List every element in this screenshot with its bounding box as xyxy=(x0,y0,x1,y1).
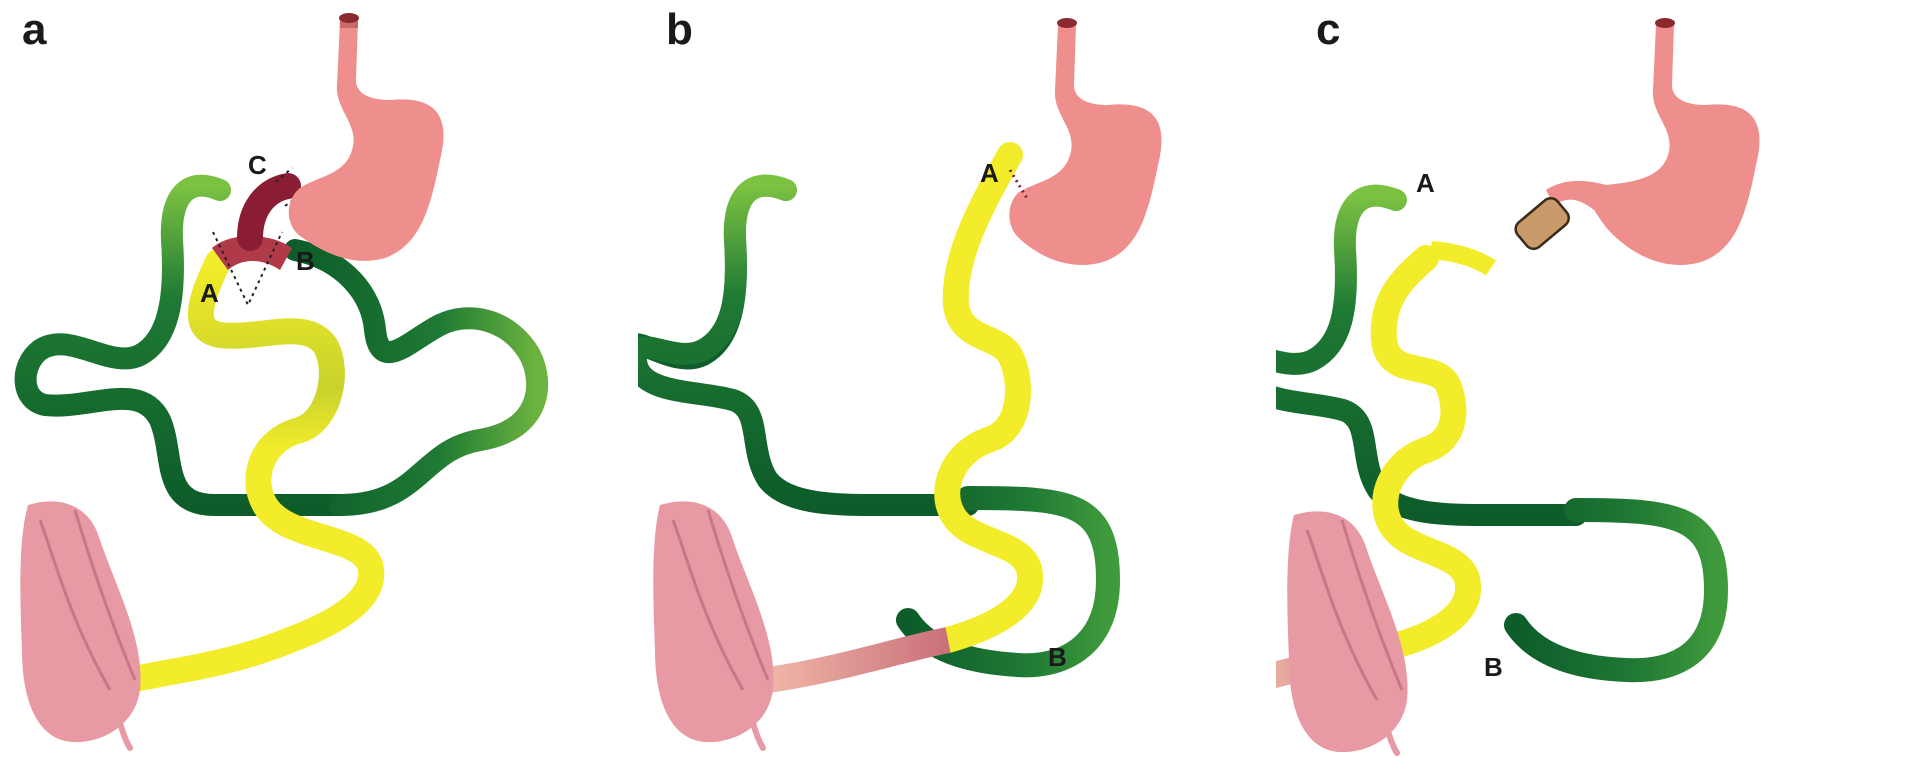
stomach xyxy=(1546,18,1759,265)
small-bowel-green-2 xyxy=(638,186,968,505)
panel-b-diagram: b A B xyxy=(638,0,1276,758)
colon xyxy=(20,501,140,748)
point-a-label: A xyxy=(980,158,999,188)
small-bowel-green xyxy=(26,186,340,505)
point-b-label: B xyxy=(296,246,315,276)
alimentary-limb-yellow xyxy=(1384,258,1468,648)
gastric-pouch xyxy=(250,186,288,238)
colon xyxy=(653,501,773,748)
common-channel xyxy=(768,640,948,680)
panel-c-diagram: c A B xyxy=(1276,0,1914,758)
point-a-label: A xyxy=(1416,168,1435,198)
stomach xyxy=(289,13,444,261)
panel-c: c A B xyxy=(1276,0,1914,758)
panel-a: a A B C xyxy=(0,0,638,758)
point-b-label: B xyxy=(1048,642,1067,672)
duodenal-stump-yellow xyxy=(1431,250,1491,268)
stomach xyxy=(1009,18,1161,265)
point-c-label: C xyxy=(248,150,267,180)
panel-label: b xyxy=(666,5,693,54)
panel-label: c xyxy=(1316,5,1340,54)
point-a-label: A xyxy=(200,278,219,308)
panel-b: b A B xyxy=(638,0,1276,758)
point-b-label: B xyxy=(1484,652,1503,682)
colon xyxy=(1287,511,1407,753)
panel-a-diagram: a A B C xyxy=(0,0,638,758)
biliopancreatic-limb xyxy=(1516,510,1716,670)
panel-label: a xyxy=(22,5,47,54)
gastric-band xyxy=(1512,195,1572,253)
